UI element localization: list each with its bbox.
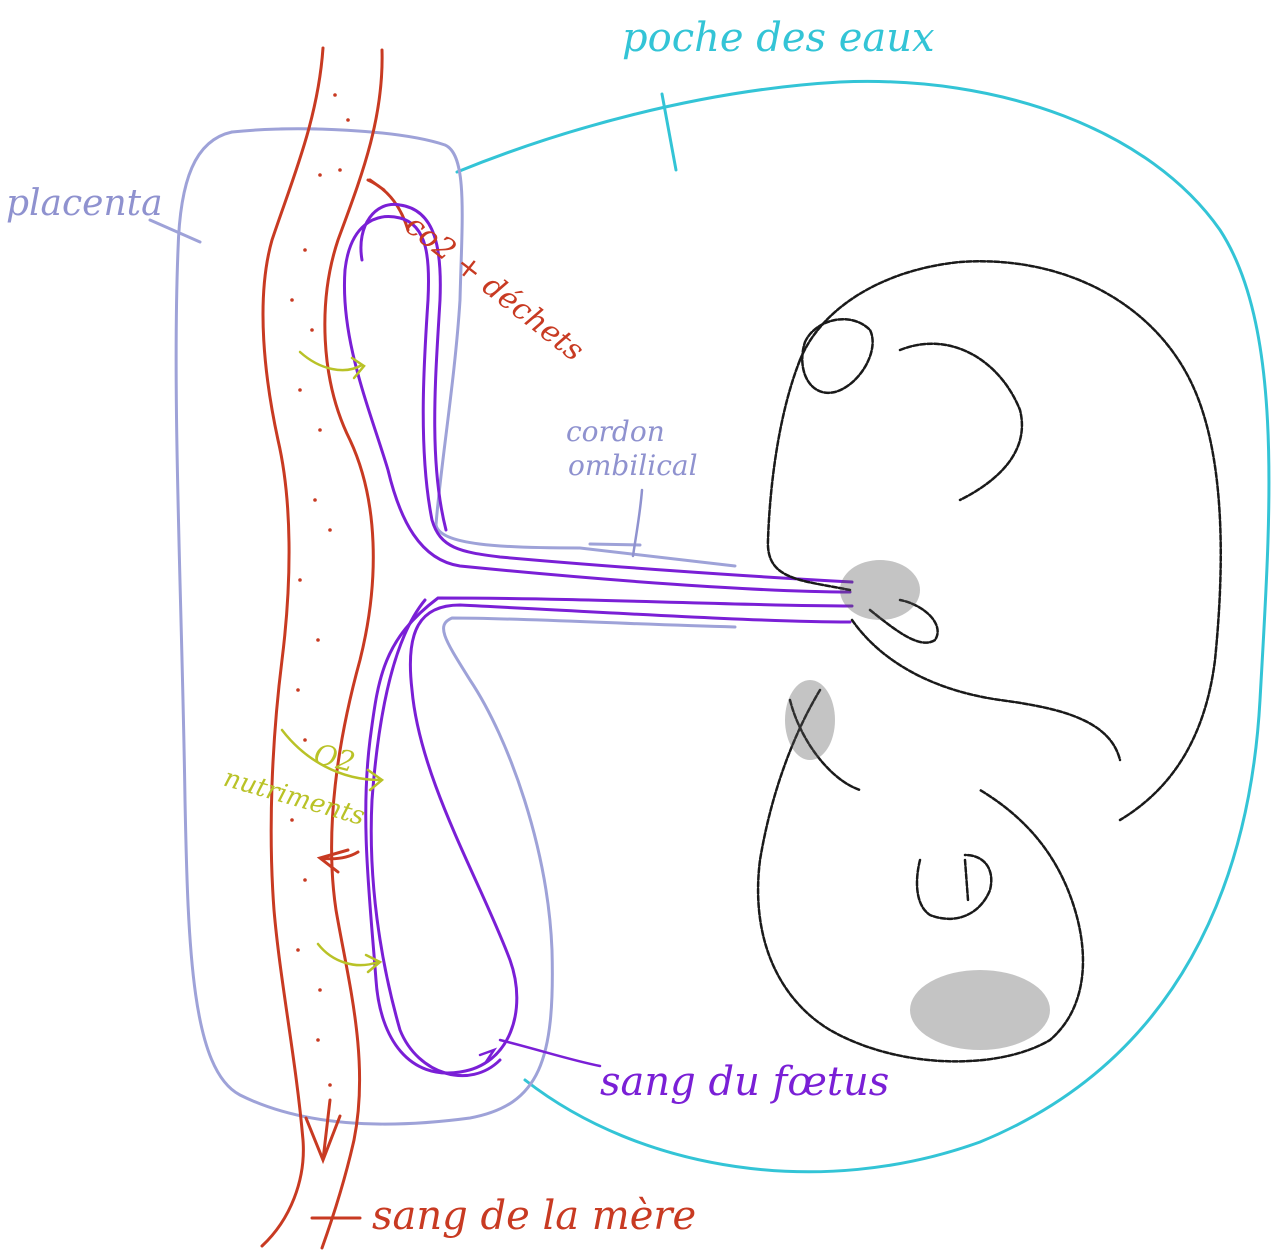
label-cordon: cordon [566,418,665,446]
label-sang-de-la-mere: sang de la mère [372,1196,696,1236]
fetus-shading [785,560,1050,1050]
label-placenta: placenta [6,186,163,222]
label-poche-des-eaux: poche des eaux [622,18,935,58]
placenta-outline [150,129,735,1124]
label-ombilical: ombilical [568,452,698,480]
maternal-blood-vessel [262,48,408,1248]
fetus-drawing [758,261,1221,1061]
fetal-blood-loop [344,204,852,1075]
amniotic-sac [457,81,1269,1171]
label-sang-du-foetus: sang du fœtus [600,1062,889,1102]
